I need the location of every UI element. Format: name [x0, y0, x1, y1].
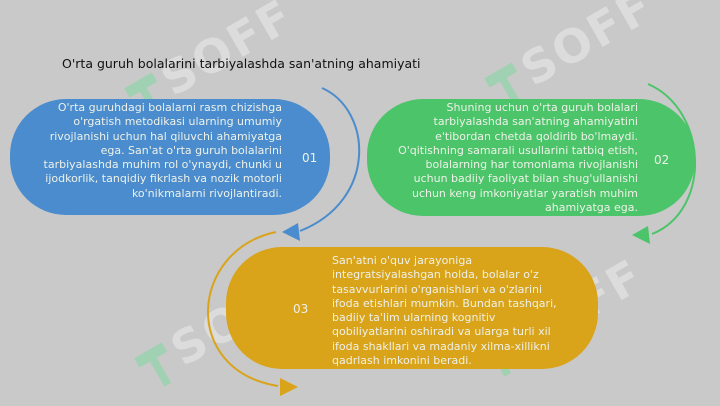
yellow-arrow-curve: [207, 231, 279, 387]
step-03-number: 03: [293, 302, 309, 316]
green-arrow-head: [632, 226, 650, 244]
step-01-pill: [10, 99, 330, 215]
step-03-text: San'atni o'quv jarayoniga integratsiyala…: [332, 254, 557, 368]
step-01-text: O'rta guruhdagi bolalarni rasm chizishga…: [43, 101, 282, 200]
slide-title: O'rta guruh bolalarini tarbiyalashda san…: [62, 56, 421, 71]
green-arrow-curve: [647, 83, 696, 235]
step-03-pill: [226, 247, 598, 369]
blue-arrow-curve: [299, 87, 361, 232]
step-02-number: 02: [654, 153, 670, 167]
step-02-pill: [367, 99, 695, 216]
blue-arrow-head: [282, 223, 300, 241]
yellow-arrow-head: [280, 378, 298, 396]
step-02-text: Shuning uchun o'rta guruh bolalari tarbi…: [398, 101, 638, 215]
step-01-number: 01: [302, 151, 318, 165]
